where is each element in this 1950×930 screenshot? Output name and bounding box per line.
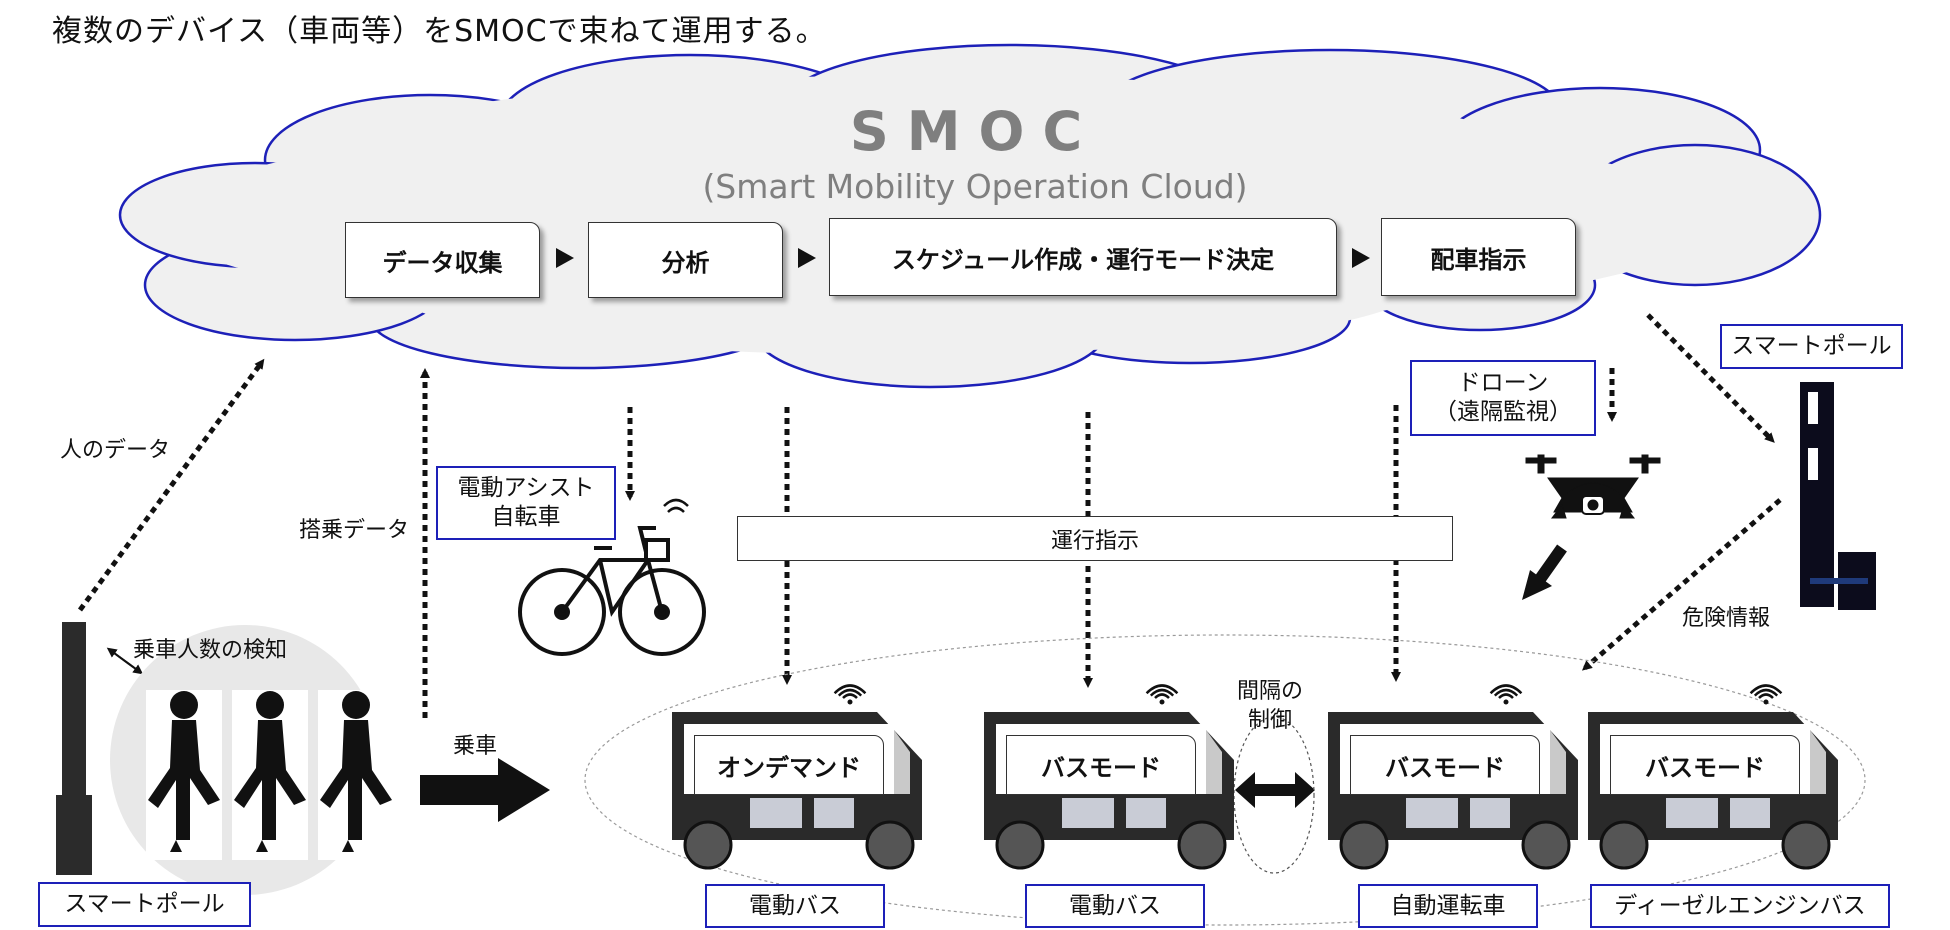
vehicle-mode-label: バスモード (1350, 735, 1540, 795)
bicycle-icon (518, 498, 706, 656)
smart-pole-left-graphic (56, 622, 92, 875)
page-heading: 複数のデバイス（車両等）をSMOCで束ねて運用する。 (52, 14, 827, 49)
step-arrow-icon (556, 248, 574, 268)
smoc-title: SMOC (849, 100, 1101, 163)
smoc-subtitle: (Smart Mobility Operation Cloud) (702, 167, 1248, 206)
passenger-detect-label: 乗車人数の検知 (133, 638, 288, 663)
boarding-data-label: 搭乗データ (299, 518, 410, 543)
vehicle-type-box: 電動バス (1025, 884, 1205, 928)
fleet-oval (584, 634, 1866, 926)
interval-control-label: 間隔の 制御 (1237, 679, 1304, 733)
smart-pole-right-box: スマートポール (1720, 324, 1903, 369)
vehicle-mode-label: バスモード (1006, 735, 1196, 795)
boarding-label: 乗車 (453, 734, 498, 759)
smoc-cloud (118, 43, 1822, 389)
vehicle-type-box: 電動バス (705, 884, 885, 928)
person-data-label: 人のデータ (60, 438, 171, 463)
danger-info-label: 危険情報 (1682, 606, 1771, 631)
operation-order-bar: 運行指示 (737, 516, 1453, 561)
step-data-collection: データ収集 (345, 222, 540, 298)
vehicle-type-box: ディーゼルエンジンバス (1590, 884, 1890, 928)
smart-pole-left-box: スマートポール (38, 882, 251, 927)
smart-pole-right-graphic (1800, 382, 1876, 610)
assist-bike-box: 電動アシスト自転車 (436, 466, 616, 540)
drone-box: ドローン（遠隔監視） (1410, 360, 1596, 436)
step-dispatch: 配車指示 (1381, 218, 1576, 296)
pedestrians-icon (146, 690, 394, 860)
step-arrow-icon (798, 248, 816, 268)
step-arrow-icon (1352, 248, 1370, 268)
interval-oval (1233, 716, 1315, 874)
vehicle-type-box: 自動運転車 (1358, 884, 1538, 928)
drone-icon (1525, 454, 1661, 519)
vehicle-mode-label: バスモード (1610, 735, 1800, 795)
step-schedule: スケジュール作成・運行モード決定 (829, 218, 1337, 296)
solid-arrows (106, 544, 1567, 822)
vehicle-mode-label: オンデマンド (694, 735, 884, 795)
step-analysis: 分析 (588, 222, 783, 298)
